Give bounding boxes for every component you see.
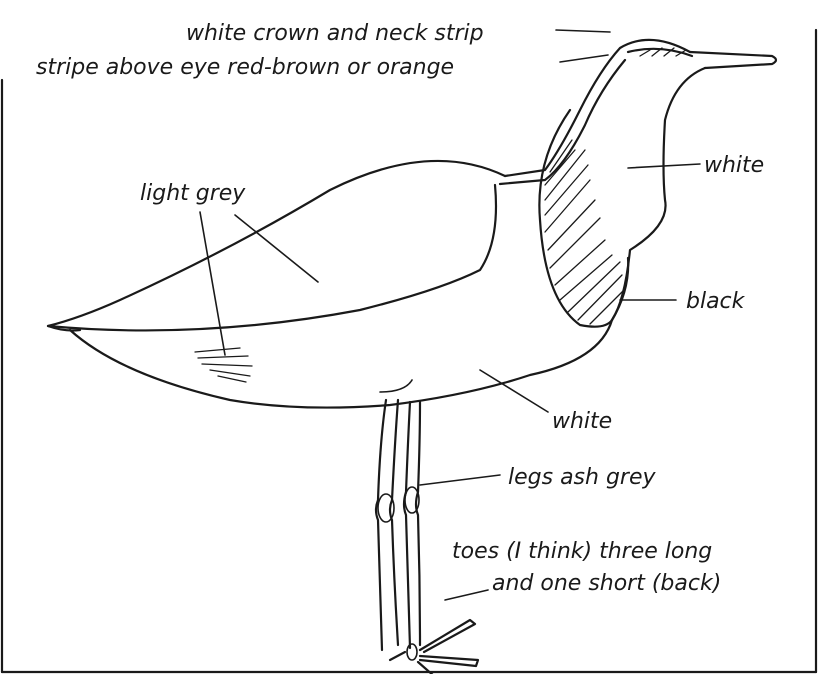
wing-outline xyxy=(48,185,496,330)
label-black: black xyxy=(686,289,746,314)
legs xyxy=(376,400,420,650)
label-toes-line2: and one short (back) xyxy=(492,571,721,596)
label-legs: legs ash grey xyxy=(508,465,656,490)
head-crown xyxy=(505,40,690,176)
grey-patch xyxy=(195,348,252,382)
breast-outline xyxy=(70,320,612,408)
label-crown: white crown and neck strip xyxy=(186,21,484,46)
label-toes-line1: toes (I think) three long xyxy=(452,539,712,564)
beak xyxy=(690,52,776,68)
label-light-grey: light grey xyxy=(140,181,246,206)
breast-band xyxy=(539,110,628,327)
back-outline xyxy=(48,161,505,331)
belly-tuck xyxy=(380,380,412,392)
label-belly-white: white xyxy=(552,409,612,434)
label-neck-white: white xyxy=(704,153,764,178)
label-eye-stripe: stripe above eye red-brown or orange xyxy=(36,55,454,80)
leader-lines xyxy=(200,30,700,600)
toes xyxy=(390,620,478,674)
